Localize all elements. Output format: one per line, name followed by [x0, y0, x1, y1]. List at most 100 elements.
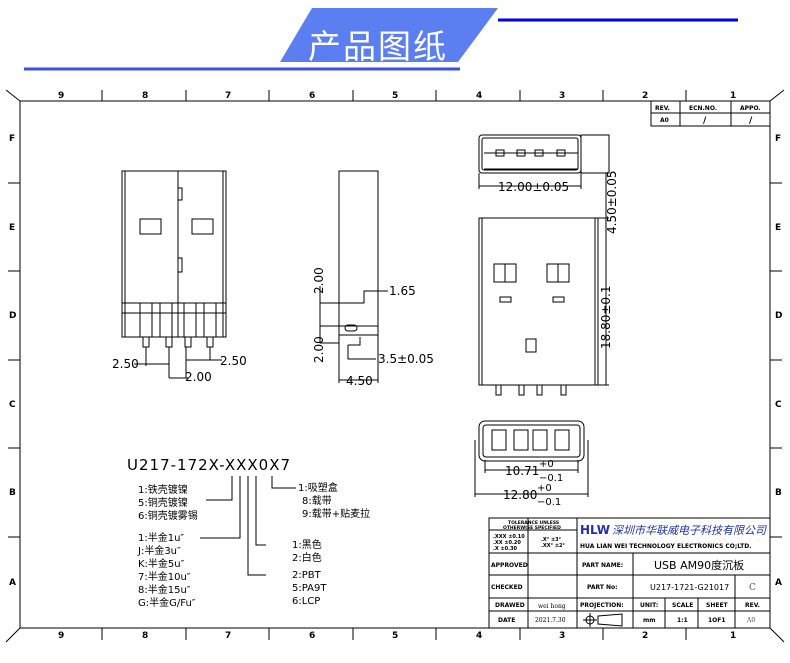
zone-label: 5	[392, 631, 398, 641]
dim-label: 2.00	[312, 336, 326, 363]
tolerance-value: .X° ±3°	[541, 537, 562, 543]
zone-label: 1	[730, 91, 736, 101]
packaging-option: 9:载带+贴麦拉	[302, 507, 370, 520]
zone-label: 9	[58, 91, 64, 101]
gold-option: 7:半金10u″	[138, 570, 191, 583]
zone-label: C	[775, 400, 782, 410]
zone-label: 3	[559, 631, 565, 641]
zone-label: A	[9, 578, 16, 588]
zone-label: B	[9, 488, 16, 498]
zone-label: 2	[642, 91, 648, 101]
checked-label: CHECKED	[491, 584, 523, 591]
appo-value: /	[749, 116, 753, 126]
title-block	[488, 517, 771, 629]
part-no-label: PART No:	[587, 584, 618, 591]
packaging-option: 1:吸塑盒	[298, 481, 338, 494]
dim-label: 2.50	[220, 354, 247, 368]
scale-value: 1:1	[677, 617, 688, 624]
part-name-value: USB AM90度沉板	[654, 558, 744, 572]
bottom-zone-ticks	[101, 628, 687, 640]
zone-label: 6	[309, 631, 315, 641]
gold-option: 1:半金1u″	[138, 531, 184, 544]
dim-label: 4.50±0.05	[605, 171, 619, 235]
front-view	[121, 170, 227, 379]
dim-label: 2.50	[112, 357, 139, 371]
zone-label: 9	[58, 631, 64, 641]
dim-label: 4.50	[346, 374, 373, 388]
date-value: 2021.7.30	[535, 617, 566, 624]
dim-tolerance-lower: −0.1	[539, 473, 563, 484]
dim-label: 3.5±0.05	[378, 352, 434, 366]
dim-label: 2.00	[312, 267, 326, 294]
company-name-cn: 深圳市华联威电子科技有限公司	[612, 524, 767, 537]
projection-symbol-icon	[583, 613, 623, 627]
material-option: 5:PA9T	[292, 583, 327, 594]
zone-label: E	[9, 223, 15, 233]
top-view-body	[478, 173, 609, 396]
packaging-option: 8:载带	[302, 495, 332, 507]
dim-label: 1.65	[389, 284, 416, 298]
code-leaders	[200, 476, 296, 576]
scale-label: SCALE	[672, 602, 693, 609]
corner-mark	[769, 89, 785, 102]
revision-table	[650, 100, 771, 127]
top-view-receptacle	[478, 134, 610, 189]
color-option: 1:黑色	[292, 538, 322, 551]
zone-label: 5	[392, 91, 398, 101]
sheet-label: SHEET	[706, 602, 729, 609]
dim-label: 18.80±0.1	[599, 286, 613, 350]
zone-label: 6	[309, 91, 315, 101]
plating-option: 1:铁壳镀镍	[138, 483, 188, 496]
company-name-en: HUA LIAN WEI TECHNOLOGY ELECTRONICS CO;L…	[580, 543, 751, 550]
drawing-border	[19, 100, 771, 629]
gold-option: 8:半金15u″	[138, 583, 191, 596]
side-zone-ticks	[8, 182, 782, 538]
dim-label: 10.71	[505, 464, 539, 478]
plating-option: 5:铜壳镀镍	[138, 496, 188, 509]
material-option: 2:PBT	[292, 570, 322, 581]
zone-label: 1	[730, 631, 736, 641]
corner-mark	[5, 89, 21, 102]
appo-header: APPO.	[740, 105, 761, 112]
zone-label: F	[9, 134, 15, 144]
dim-label: 12.80	[503, 488, 537, 502]
zone-label: A	[775, 578, 782, 588]
zone-label: 4	[476, 91, 482, 101]
plating-option: 6:铜壳镀雾锡	[138, 509, 198, 522]
tolerance-value: .XX° ±2°	[541, 543, 566, 549]
projection-label: PROJECTION:	[580, 602, 624, 609]
banner-graphic	[24, 8, 738, 71]
unit-label: UNIT:	[640, 602, 658, 609]
sheet-value: 1OF1	[708, 617, 726, 624]
rev-value: A0	[660, 117, 669, 124]
ecn-header: ECN.NO.	[689, 105, 717, 112]
tolerance-value: .XX ±0.20	[493, 540, 521, 546]
material-option: 6:LCP	[292, 596, 320, 607]
gold-option: G:半金G/Fu″	[138, 596, 196, 609]
zone-label: 4	[476, 631, 482, 641]
banner-tab	[280, 8, 498, 62]
zone-label: 2	[642, 631, 648, 641]
part-name-label: PART NAME:	[582, 562, 623, 569]
date-label: DATE	[498, 617, 515, 624]
tolerance-title: OTHERWISE SPECIFIED	[503, 525, 561, 531]
part-revision: C	[749, 583, 756, 593]
tolerance-value: .XXX ±0.10	[493, 534, 525, 540]
part-code: U217-172X-XXX0X7	[127, 456, 291, 474]
dim-label: 2.00	[185, 370, 212, 384]
company-logo: HLW	[580, 523, 610, 537]
zone-label: E	[775, 223, 781, 233]
zone-label: B	[775, 488, 782, 498]
gold-option: J:半金3u″	[137, 544, 181, 557]
banner-title: 产品图纸	[308, 27, 448, 66]
header-banner: 产品图纸	[0, 0, 790, 80]
corner-mark	[769, 627, 785, 643]
zone-label: F	[775, 134, 781, 144]
tolerance-title: TOLERANCE UNLESS	[508, 520, 559, 526]
dim-label: 12.00±0.05	[498, 180, 569, 194]
zone-label: C	[9, 400, 16, 410]
zone-label: 7	[225, 91, 231, 101]
zone-label: D	[9, 311, 16, 321]
unit-value: mm	[643, 617, 656, 624]
